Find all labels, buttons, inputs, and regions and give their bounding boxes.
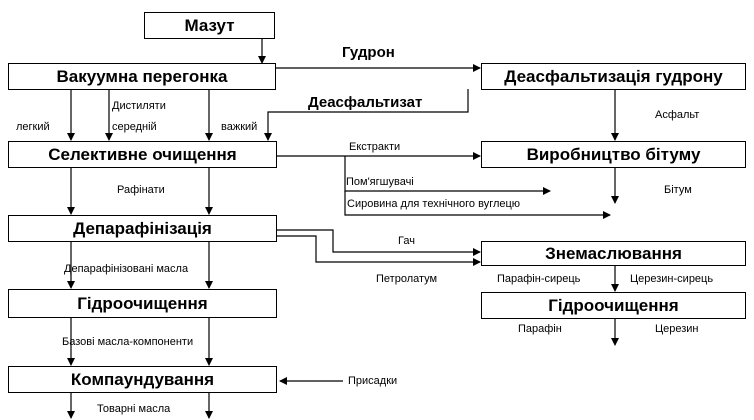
box-hydrotreating-left: Гідроочищення [8,289,277,318]
label-asphalt: Асфальт [655,109,700,121]
label-base-oils: Базові масла-компоненти [62,336,194,348]
box-vacuum-distillation: Вакуумна перегонка [8,63,276,90]
label-softeners: Пом'ягшувачі [346,176,414,188]
label-distillates: Дистиляти [112,100,166,112]
label-dewaxed-oils: Депарафінізовані масла [64,263,189,275]
label-deasphaltizate: Деасфальтизат [308,94,423,111]
label-raffinates: Рафінати [117,184,165,196]
box-hydrotreating-right: Гідроочищення [481,292,746,319]
label-carbon-feed: Сировина для технічного вуглецю [347,198,521,210]
box-compounding: Компаундування [8,366,277,393]
label-middle: середній [112,121,157,133]
label-bitum: Бітум [664,184,692,196]
label-heavy: важкий [221,121,258,133]
label-ceresin-raw: Церезин-сирець [630,273,714,285]
box-selective-treatment: Селективне очищення [8,141,277,168]
box-mazut: Мазут [144,12,275,39]
arrow-deasphaltizate [264,89,469,141]
label-gudron: Гудрон [342,44,395,61]
label-petrolatum: Петролатум [376,273,438,285]
box-deasphalting: Деасфальтизація гудрону [481,63,746,90]
label-commercial-oils: Товарні масла [97,403,171,415]
label-paraffin: Парафін [518,323,562,335]
box-bitumen-production: Виробництво бітуму [481,141,746,168]
label-light: легкий [16,121,50,133]
box-deoiling: Знемаслювання [481,241,746,266]
label-additives: Присадки [348,375,398,387]
label-gach: Гач [398,235,415,247]
label-paraffin-raw: Парафін-сирець [497,273,581,285]
label-extracts: Екстракти [349,141,401,153]
box-dewaxing: Депарафінізація [8,215,277,242]
arrow-carbon-feed [344,191,611,219]
arrow-gach [277,229,481,256]
arrow-petrolatum [277,235,481,266]
label-ceresin: Церезин [655,323,699,335]
